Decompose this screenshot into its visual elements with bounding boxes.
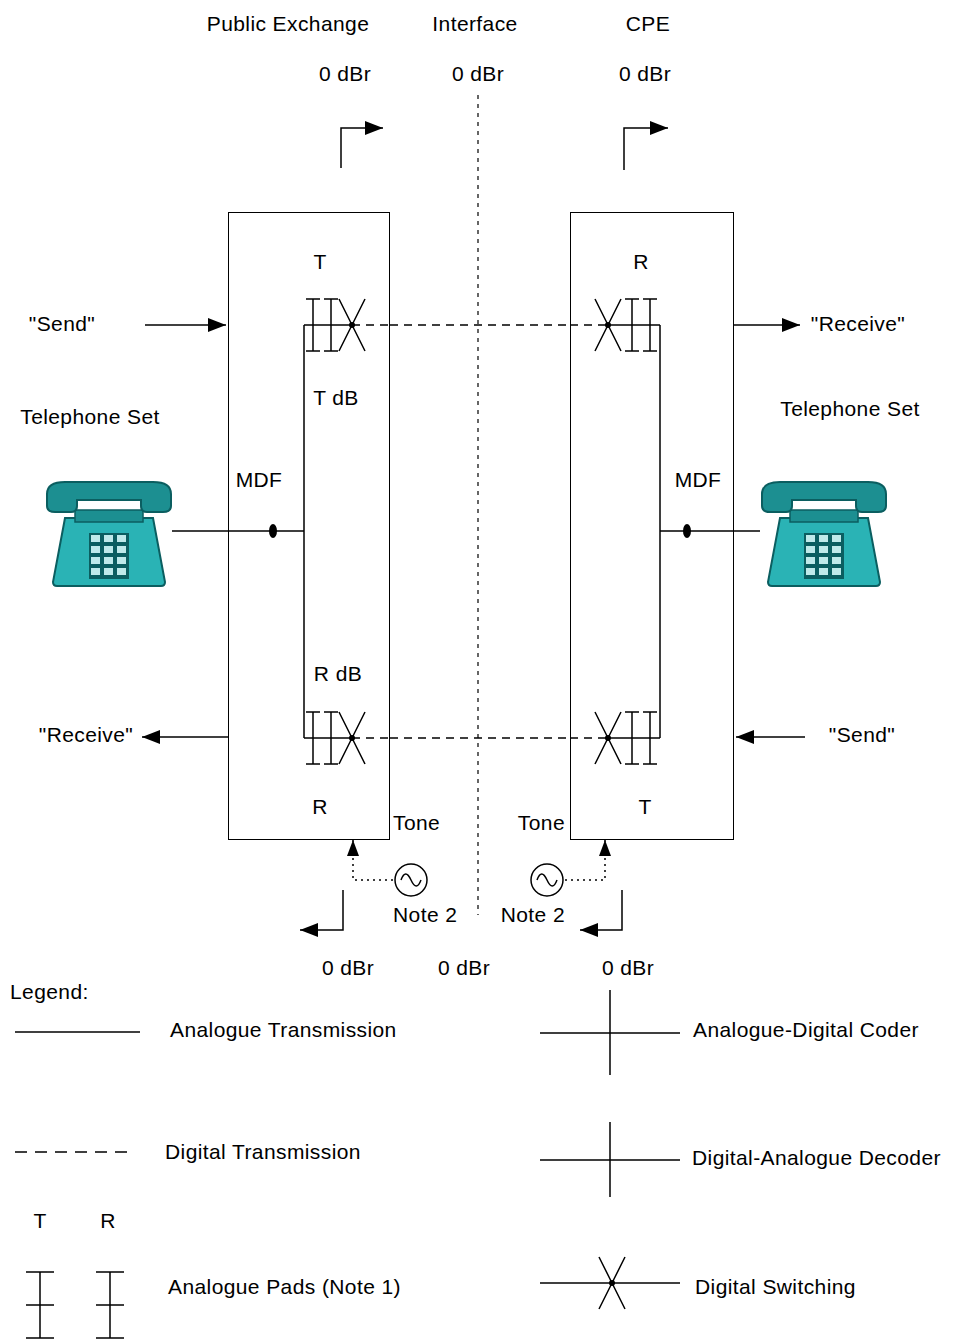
exchange-box: T T dB MDF R dB R [228, 212, 390, 840]
digital-switch [339, 299, 365, 351]
digital-line-sample [15, 1151, 135, 1153]
level-arrow [624, 128, 668, 170]
tone-label: Tone [393, 811, 440, 835]
digital-switch [339, 712, 365, 764]
signal-direction: "Send" [29, 312, 95, 336]
legend-text: Digital-Analogue Decoder [692, 1146, 941, 1170]
region-heading: CPE [626, 12, 670, 36]
box-label: T dB [313, 386, 359, 410]
signal-arrow [145, 324, 226, 326]
region-heading: Public Exchange [207, 12, 369, 36]
coder-sample [540, 990, 680, 1075]
level-label: 0 dBr [438, 956, 490, 980]
box-label: T [313, 250, 326, 274]
signal-arrow [142, 736, 228, 738]
telephone-icon [47, 482, 171, 586]
sine-symbol [401, 874, 421, 886]
pad-letter: T [33, 1209, 46, 1233]
telephone-icon [762, 482, 886, 586]
cpe-box: R MDF T [570, 212, 734, 840]
digital-switch [595, 712, 621, 764]
digital-switch [595, 299, 621, 351]
mdf-point [269, 524, 277, 538]
analogue-pad [306, 712, 320, 764]
level-label: 0 dBr [619, 62, 671, 86]
telephone-set: Telephone Set [8, 405, 172, 590]
legend-sample [15, 990, 680, 1338]
telephone-set: Telephone Set [760, 397, 940, 590]
tone-feed [353, 840, 393, 880]
digital-link [390, 324, 570, 326]
level-arrow [341, 128, 383, 168]
sine-symbol [537, 874, 557, 886]
analogue-wire [608, 325, 734, 738]
box-label: R [633, 250, 649, 274]
level-label: 0 dBr [319, 62, 371, 86]
region-heading: Interface [432, 12, 517, 36]
signal-arrow [734, 324, 800, 326]
mdf-point [683, 524, 691, 538]
tone-label: Tone [518, 811, 565, 835]
switch-sample [599, 1257, 625, 1309]
subscriber-line [172, 530, 228, 532]
box-label: R dB [314, 662, 362, 686]
pad-letter: R [100, 1209, 116, 1233]
legend-text: Analogue Transmission [170, 1018, 397, 1042]
signal-direction: "Send" [829, 723, 895, 747]
analogue-pad [324, 299, 338, 351]
device-label: Telephone Set [8, 405, 172, 429]
analogue-line-sample [15, 1031, 140, 1033]
box-label: T [638, 795, 651, 819]
box-label: MDF [675, 468, 722, 492]
level-arrow [580, 890, 622, 930]
connector-group [172, 325, 760, 880]
pad-sample [26, 1272, 54, 1338]
tone-generator [529, 862, 565, 898]
tone-generator [393, 862, 429, 898]
legend-text: Analogue-Digital Coder [693, 1018, 919, 1042]
level-label: 0 dBr [602, 956, 654, 980]
device-label: Telephone Set [760, 397, 940, 421]
tone-generator [531, 864, 563, 896]
signal-direction: "Receive" [39, 723, 133, 747]
tone-label: Note 2 [393, 903, 457, 927]
analogue-pad [324, 712, 338, 764]
box-label: R [312, 795, 328, 819]
subscriber-line [734, 530, 760, 532]
box-label: MDF [236, 468, 283, 492]
analogue-pad [625, 299, 639, 351]
legend-text: Digital Switching [695, 1275, 856, 1299]
tone-feed [565, 840, 605, 880]
analogue-pad [625, 712, 639, 764]
interface-line [477, 95, 478, 915]
level-label: 0 dBr [452, 62, 504, 86]
level-arrow [300, 890, 343, 930]
legend-heading: Legend: [10, 980, 89, 1004]
tone-source: ToneNote 2 [501, 811, 565, 927]
digital-link [390, 737, 570, 739]
signal-direction: "Receive" [811, 312, 905, 336]
legend-text: Analogue Pads (Note 1) [168, 1275, 401, 1299]
level-arrow [300, 128, 668, 930]
decoder-sample [540, 1122, 680, 1197]
pad-sample [96, 1272, 124, 1338]
signal-arrow [736, 736, 805, 738]
analogue-wire [228, 325, 734, 738]
signal-arrow [142, 325, 805, 737]
legend-text: Digital Transmission [165, 1140, 361, 1164]
tone-source: ToneNote 2 [393, 811, 457, 927]
analogue-pad [306, 299, 320, 351]
analogue-pad [643, 712, 657, 764]
level-label: 0 dBr [322, 956, 374, 980]
tone-generator [395, 864, 427, 896]
tone-label: Note 2 [501, 903, 565, 927]
analogue-pad [643, 299, 657, 351]
